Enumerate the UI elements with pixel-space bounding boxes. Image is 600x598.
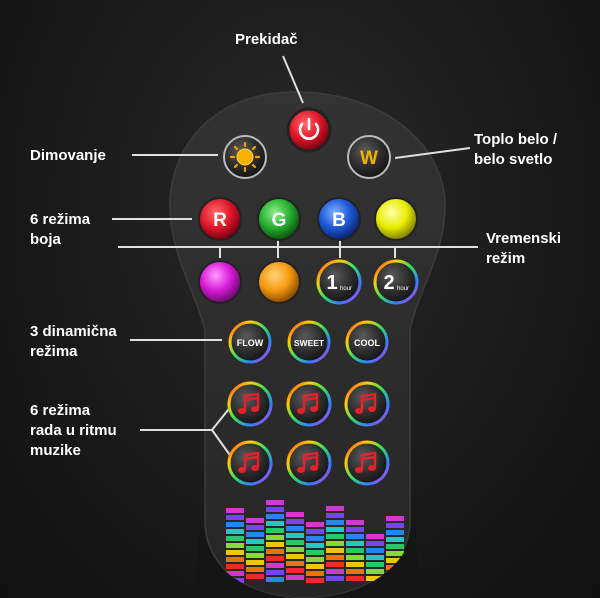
cool-button[interactable]: COOL: [345, 320, 389, 364]
music-note-icon: [238, 392, 260, 414]
equalizer-bar-4: [286, 512, 304, 580]
warm-white-label: Toplo belo / belo svetlo: [474, 131, 558, 168]
music-mode-button-6[interactable]: [344, 440, 390, 486]
equalizer-bar-2: [246, 518, 264, 579]
music-mode-button-4[interactable]: [227, 440, 273, 486]
red-button-label: R: [213, 210, 227, 231]
music-modes-label: 6 režima rada u ritmu muzike: [30, 402, 117, 459]
yellow-button[interactable]: [374, 197, 418, 241]
music-note-icon: [297, 392, 319, 414]
timer-mode-label: Vremenski režim: [486, 230, 562, 267]
timer-1-unit: hour: [340, 286, 352, 292]
power-button[interactable]: [286, 107, 332, 153]
blue-button-label: B: [332, 210, 346, 231]
white-button-label: W: [360, 148, 378, 169]
equalizer-bar-1: [226, 508, 244, 583]
power-label: Prekidač: [235, 31, 298, 48]
equalizer-bar-7: [346, 520, 364, 581]
music-mode-button-1[interactable]: [227, 381, 273, 427]
body-bottom-edge: [195, 520, 420, 598]
power-icon: [298, 117, 320, 140]
timer-2-hour-button[interactable]: 2 hour: [373, 259, 419, 305]
timer-2-digit: 2: [383, 272, 394, 294]
dim-button[interactable]: [223, 135, 267, 179]
music-note-icon: [238, 451, 260, 473]
white-button[interactable]: W: [347, 135, 391, 179]
music-mode-button-3[interactable]: [344, 381, 390, 427]
music-note-icon: [355, 451, 377, 473]
music-buttons: [227, 381, 390, 486]
warm-white-callout-line: [394, 147, 471, 159]
equalizer-bars-icon: [195, 500, 420, 598]
cool-label: COOL: [354, 338, 381, 348]
equalizer-bar-5: [306, 522, 324, 583]
equalizer-bar-3: [266, 500, 284, 582]
sweet-label: SWEET: [294, 338, 325, 348]
orange-button[interactable]: [257, 260, 301, 304]
music-mode-button-5[interactable]: [286, 440, 332, 486]
timer-2-unit: hour: [397, 286, 409, 292]
sun-icon: [229, 141, 261, 173]
dynamic-modes-label: 3 dinamična režima: [30, 323, 117, 360]
blue-button[interactable]: B: [317, 197, 361, 241]
magenta-button[interactable]: [198, 260, 242, 304]
callout-lines: [112, 55, 478, 459]
flow-label: FLOW: [237, 338, 264, 348]
green-button[interactable]: G: [257, 197, 301, 241]
equalizer-bar-8: [366, 534, 384, 581]
power-callout-line: [282, 55, 304, 104]
music-note-icon: [297, 451, 319, 473]
equalizer-bar-6: [326, 506, 344, 581]
sweet-button[interactable]: SWEET: [287, 320, 331, 364]
timer-1-hour-button[interactable]: 1 hour: [316, 259, 362, 305]
timer-1-digit: 1: [326, 272, 337, 294]
green-button-label: G: [272, 210, 287, 231]
color-modes-label: 6 režima boja: [30, 211, 91, 248]
flow-button[interactable]: FLOW: [228, 320, 272, 364]
dimming-label: Dimovanje: [30, 147, 106, 164]
red-button[interactable]: R: [198, 197, 242, 241]
music-note-icon: [355, 392, 377, 414]
music-mode-button-2[interactable]: [286, 381, 332, 427]
